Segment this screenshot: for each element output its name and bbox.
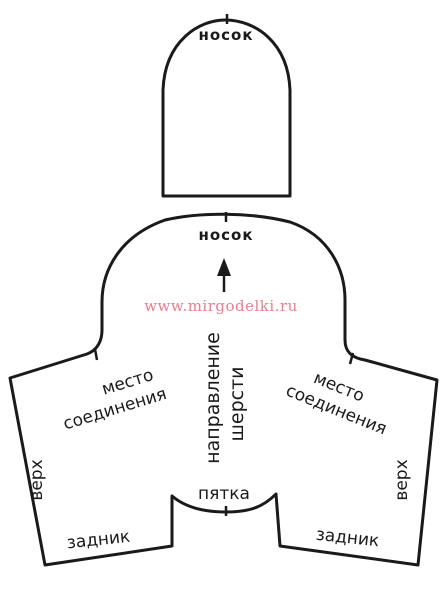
sole-piece: носок направление шерсти место соединени… <box>8 212 439 567</box>
watermark: www.mirgodelki.ru <box>144 297 298 315</box>
sole-toe-label: носок <box>198 226 253 244</box>
left-back-label: задник <box>66 527 131 554</box>
sole-piece-outline <box>8 212 439 567</box>
right-join-mark <box>348 352 355 365</box>
right-top-label: верх <box>392 459 412 500</box>
left-join-label: место соединения <box>61 365 169 434</box>
heel-label: пятка <box>198 484 250 504</box>
toe-piece-label: носок <box>198 26 253 44</box>
toe-piece: носок <box>161 14 292 198</box>
toe-piece-outline <box>161 18 292 198</box>
left-join-mark <box>93 348 99 361</box>
grain-direction-line1: направление <box>202 332 224 464</box>
grain-direction-arrow-head <box>217 258 231 276</box>
grain-direction-label: направление шерсти <box>202 332 248 464</box>
right-join-label: место соединения <box>283 368 390 439</box>
left-top-label: верх <box>27 459 47 500</box>
grain-direction-line2: шерсти <box>226 367 248 442</box>
right-back-label: задник <box>315 525 380 552</box>
